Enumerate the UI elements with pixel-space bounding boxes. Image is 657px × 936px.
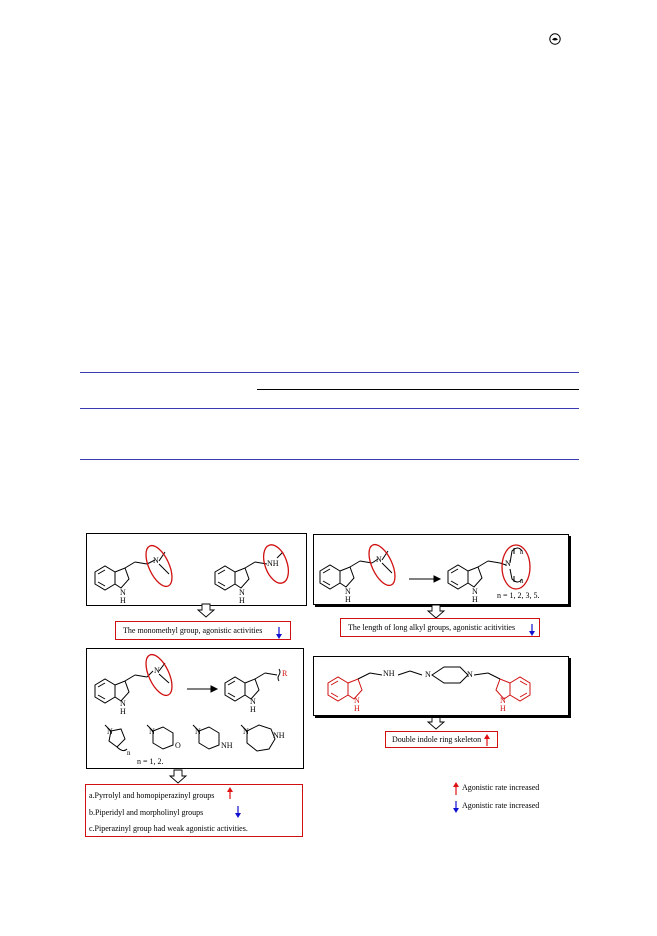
structure-long-alkyl: [319, 543, 531, 590]
atom-h: H: [345, 595, 351, 604]
arrow-down-icon: [453, 808, 459, 813]
arrow-down-icon: [529, 624, 535, 636]
legend-label: Agonistic rate increased: [462, 783, 540, 792]
atom-n: N: [153, 556, 159, 565]
summary-text: The monomethyl group, agonistic activiti…: [123, 626, 263, 635]
panel-cyclic-amines: N N H N H R N n N O N NH N NH n = 1, 2.: [86, 648, 304, 769]
atom-n: N: [500, 696, 506, 705]
panel-long-alkyl: N N H N n n N H n = 1, 2, 3, 5.: [313, 534, 569, 605]
atom-h: H: [120, 596, 126, 605]
subscript-n: n: [520, 548, 524, 556]
atom-o: O: [175, 741, 181, 750]
finding-item: c.Piperazinyl group had weak agonistic a…: [89, 824, 248, 833]
n-values-cyclic: n = 1, 2.: [137, 757, 164, 766]
atom-h: H: [250, 705, 256, 714]
atom-n: N: [107, 727, 113, 736]
atom-n: N: [149, 727, 155, 736]
atom-n: N: [376, 555, 382, 564]
atom-h: H: [354, 704, 360, 713]
arrow-up-icon: [453, 782, 459, 787]
atom-n: N: [354, 696, 360, 705]
summary-box-double-indole: Double indole ring skeleton: [385, 731, 498, 748]
table-bottom-rule: [80, 459, 579, 460]
atom-n: N: [505, 559, 511, 568]
atom-n: N: [239, 588, 245, 597]
summary-box-monomethyl: The monomethyl group, agonistic activiti…: [115, 621, 291, 640]
atom-n: N: [345, 587, 351, 596]
arrow-down-icon: [276, 627, 282, 639]
arrow-up-icon: [484, 734, 490, 746]
atom-n: N: [467, 670, 473, 679]
atom-nh: NH: [221, 741, 233, 750]
publisher-logo: [549, 33, 561, 45]
highlight-dimethyl: [145, 653, 173, 697]
table-mid-rule: [80, 408, 579, 409]
atom-nh: NH: [273, 731, 285, 740]
structure-double-indole: [327, 666, 531, 702]
atom-n: N: [243, 727, 249, 736]
atom-n: N: [250, 697, 256, 706]
panel-monomethyl: N N H NH N H: [86, 533, 307, 606]
table-top-rule: [80, 372, 579, 373]
legend: Agonistic rate increased Agonistic rate …: [448, 781, 568, 813]
findings-box: a.Pyrrolyl and homopiperazinyl groups b.…: [85, 784, 303, 837]
n-values-long-alkyl: n = 1, 2, 3, 5.: [497, 591, 540, 600]
panel-double-indole: NH N N N H N H: [313, 656, 569, 716]
legend-label: Agonistic rate increased: [462, 801, 540, 810]
summary-text: Double indole ring skeleton: [392, 735, 482, 744]
legend-arrows: [453, 782, 459, 813]
atom-nh: NH: [267, 559, 279, 568]
structure-dimethyltryptamine: [94, 544, 290, 591]
r-group-label: R: [282, 669, 288, 678]
highlight-dimethyl: [145, 544, 173, 588]
arrow-up-icon: [227, 787, 233, 792]
subscript-n: n: [520, 577, 524, 585]
summary-box-long-alkyl: The length of long alkyl groups, agonist…: [340, 618, 540, 637]
table-sub-rule: [257, 389, 579, 390]
highlight-long-alkyl: [501, 544, 531, 590]
highlight-dimethyl: [368, 543, 396, 587]
atom-n: N: [425, 670, 431, 679]
atom-n: N: [120, 588, 126, 597]
atom-h: H: [500, 704, 506, 713]
atom-nh: NH: [383, 669, 395, 678]
atom-n: N: [120, 699, 126, 708]
atom-h: H: [239, 596, 245, 605]
atom-n: N: [472, 587, 478, 596]
structure-cyclic-amines: [94, 653, 281, 752]
atom-h: H: [120, 707, 126, 716]
atom-n: N: [195, 727, 201, 736]
finding-item: a.Pyrrolyl and homopiperazinyl groups: [89, 791, 215, 800]
finding-arrows: [227, 787, 241, 818]
subscript-n: n: [127, 749, 131, 757]
atom-h: H: [472, 595, 478, 604]
atom-n: N: [154, 666, 160, 675]
finding-item: b.Piperidyl and morpholinyl groups: [89, 808, 204, 817]
summary-text: The length of long alkyl groups, agonist…: [348, 623, 516, 632]
arrow-down-icon: [235, 813, 241, 818]
highlight-monomethyl: [262, 544, 290, 584]
